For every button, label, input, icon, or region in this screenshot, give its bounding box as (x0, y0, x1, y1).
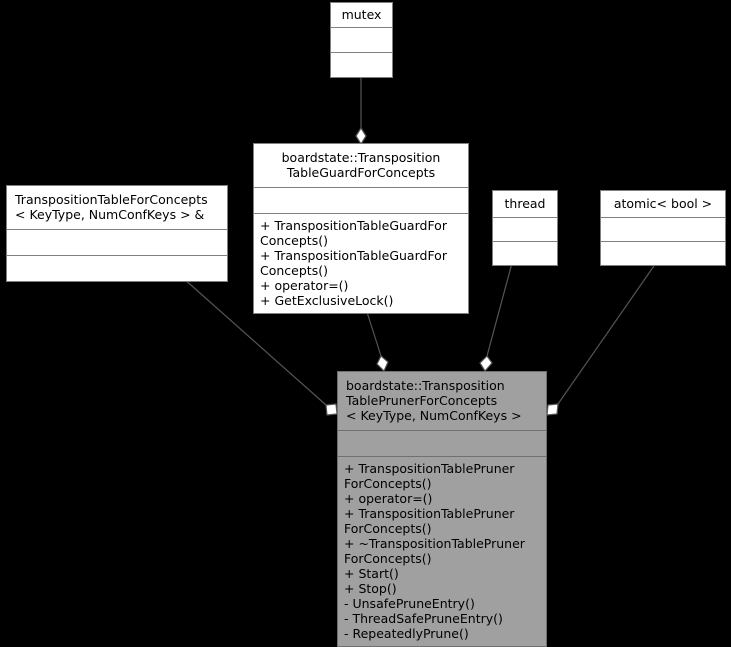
edge-mutex-to-guard (355, 78, 367, 146)
edge-atomicbool-to-pruner (546, 262, 657, 416)
class-attributes-atomic-bool (601, 217, 725, 241)
class-title-atomic-bool: atomic< bool > (613, 196, 713, 211)
class-operations-thread (493, 241, 557, 265)
class-node-thread[interactable]: thread (492, 190, 558, 266)
class-operations-atomic-bool (601, 241, 725, 265)
class-operations-mutex (331, 52, 392, 77)
class-operations-transposition-table-for-concepts (7, 255, 227, 281)
class-operations-transposition-table-pruner: + TranspositionTablePruner ForConcepts()… (338, 456, 546, 646)
class-attributes-transposition-table-for-concepts (7, 229, 227, 255)
class-node-mutex[interactable]: mutex (330, 2, 393, 78)
class-attributes-transposition-table-pruner (338, 430, 546, 456)
class-title-transposition-table-pruner: boardstate::Transposition TablePrunerFor… (346, 378, 522, 423)
class-node-transposition-table-for-concepts[interactable]: TranspositionTableForConcepts < KeyType,… (6, 185, 228, 282)
class-attributes-mutex (331, 27, 392, 52)
class-node-atomic-bool[interactable]: atomic< bool > (600, 190, 726, 266)
class-title-transposition-table-for-concepts: TranspositionTableForConcepts < KeyType,… (15, 192, 208, 222)
class-title-mutex: mutex (341, 7, 382, 22)
class-title-thread: thread (504, 196, 546, 211)
class-node-transposition-table-pruner[interactable]: boardstate::Transposition TablePrunerFor… (337, 371, 547, 647)
class-attributes-transposition-table-guard (254, 187, 468, 213)
class-operations-transposition-table-guard: + TranspositionTableGuardFor Concepts() … (254, 213, 468, 313)
class-title-transposition-table-guard: boardstate::Transposition TableGuardForC… (281, 150, 441, 180)
class-attributes-thread (493, 217, 557, 241)
edge-thread-to-pruner (479, 262, 513, 373)
edge-guard-to-pruner (365, 308, 389, 373)
class-node-transposition-table-guard[interactable]: boardstate::Transposition TableGuardForC… (253, 143, 469, 314)
